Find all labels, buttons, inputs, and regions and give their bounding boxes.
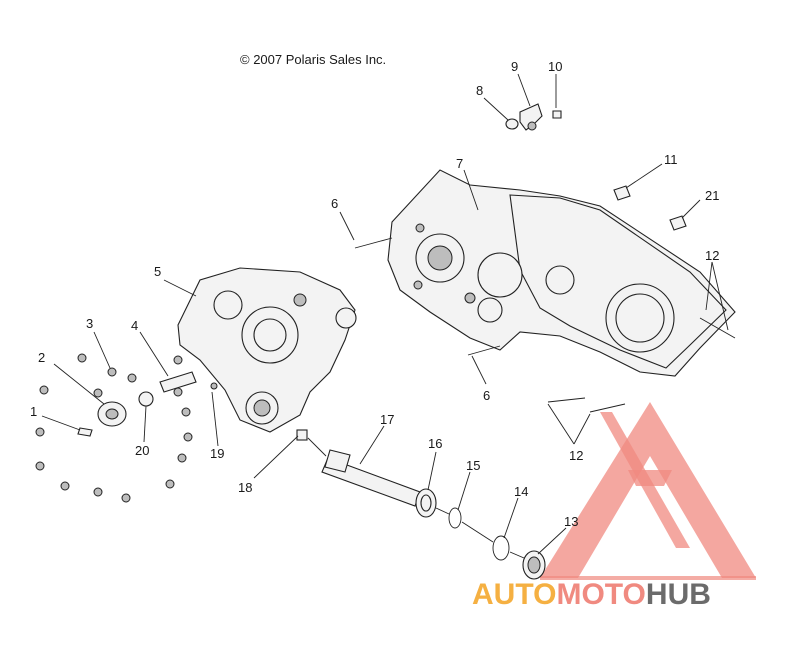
callout-8: 8 bbox=[476, 83, 483, 98]
callout-20: 20 bbox=[135, 443, 149, 458]
callout-13: 13 bbox=[564, 514, 578, 529]
gear-case-part-5 bbox=[177, 267, 357, 433]
callout-19: 19 bbox=[210, 446, 224, 461]
callout-labels: 1 2 3 4 5 6 6 7 8 9 10 11 12 12 13 14 15… bbox=[30, 59, 719, 529]
callout-2: 2 bbox=[38, 350, 45, 365]
sensor-parts bbox=[505, 103, 562, 131]
callout-17: 17 bbox=[380, 412, 394, 427]
callout-9: 9 bbox=[511, 59, 518, 74]
callout-11: 11 bbox=[664, 152, 678, 167]
callout-14: 14 bbox=[514, 484, 528, 499]
callout-4: 4 bbox=[131, 318, 138, 333]
callout-18: 18 bbox=[238, 480, 252, 495]
callout-7: 7 bbox=[456, 156, 463, 171]
callout-16: 16 bbox=[428, 436, 442, 451]
bolts-left bbox=[35, 353, 308, 503]
callout-6b: 6 bbox=[483, 388, 490, 403]
callout-3: 3 bbox=[86, 316, 93, 331]
callout-12b: 12 bbox=[569, 448, 583, 463]
main-case-part-7 bbox=[387, 169, 736, 377]
leader-lines bbox=[41, 73, 729, 555]
callout-15: 15 bbox=[466, 458, 480, 473]
copyright-text: © 2007 Polaris Sales Inc. bbox=[240, 52, 386, 67]
shaft-assembly bbox=[307, 437, 546, 580]
callout-5: 5 bbox=[154, 264, 161, 279]
callout-1: 1 bbox=[30, 404, 37, 419]
bolts-right bbox=[354, 185, 736, 413]
callout-21: 21 bbox=[705, 188, 719, 203]
callout-10: 10 bbox=[548, 59, 562, 74]
watermark-moto: MOTO bbox=[556, 578, 645, 611]
watermark-logo bbox=[540, 402, 756, 580]
watermark-hub: HUB bbox=[646, 578, 711, 611]
watermark-text: AUTOMOTOHUB bbox=[472, 578, 711, 611]
callout-12a: 12 bbox=[705, 248, 719, 263]
watermark-auto: AUTO bbox=[472, 578, 556, 611]
callout-6a: 6 bbox=[331, 196, 338, 211]
